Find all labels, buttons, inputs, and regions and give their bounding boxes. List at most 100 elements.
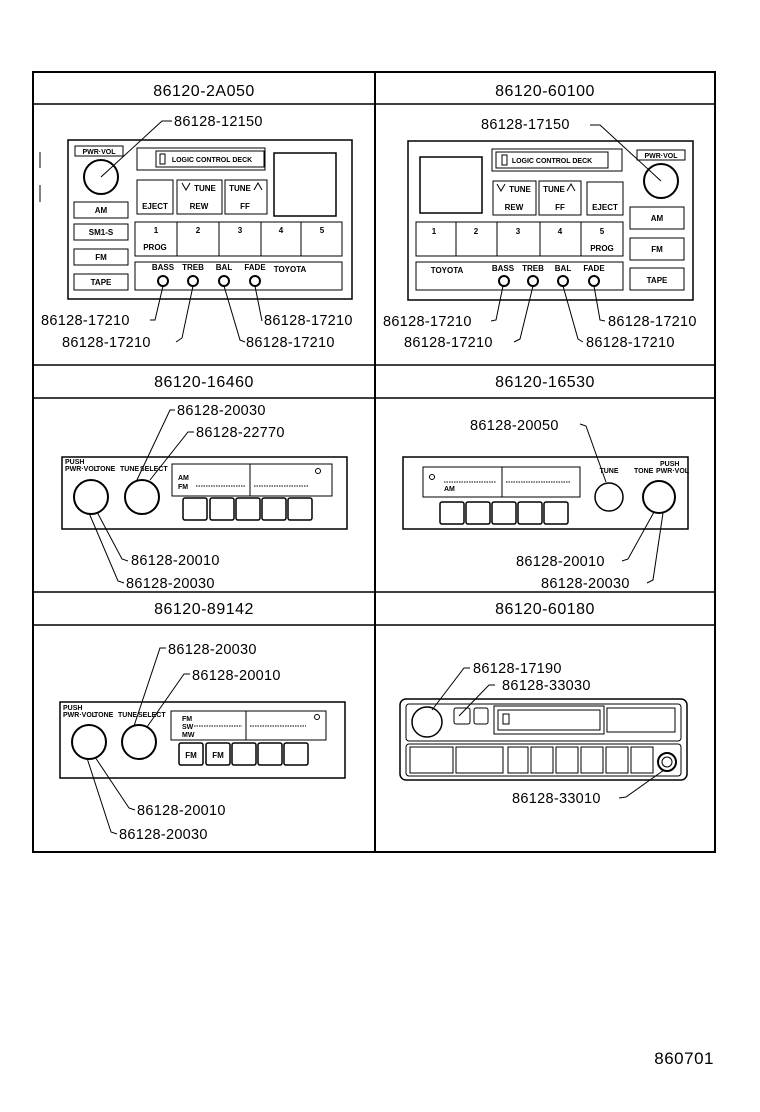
preset-2-label: 2 — [474, 227, 479, 236]
tape-button: TAPE — [91, 278, 112, 287]
callout-part-number: 86128-12150 — [174, 114, 263, 130]
tune-down-label: TUNE — [194, 184, 216, 193]
tune-label: TUNE — [599, 468, 618, 475]
fm-preset-label: FM — [185, 751, 197, 760]
radio-panel-16530: AM TUNE PUSH TONE PWR·VOL — [402, 456, 690, 530]
eject-button: EJECT — [142, 202, 168, 211]
tune-knob — [594, 482, 624, 512]
tune-knob — [124, 479, 160, 515]
leader-lines — [431, 667, 665, 799]
callout-part-number: 86128-17210 — [404, 335, 493, 351]
tone-label: TONE — [94, 712, 114, 719]
prog-label: PROG — [143, 243, 167, 252]
callout-part-number: 86128-20030 — [119, 827, 208, 843]
cell-header: 86120-89142 — [154, 601, 254, 618]
ff-label: FF — [555, 203, 565, 212]
preset-buttons — [439, 501, 569, 525]
radio-panel-2a050: PWR·VOL LOGIC CONTROL DECK AM SM1-S FM T… — [39, 139, 353, 300]
preset-dividers — [455, 222, 582, 256]
rew-label: REW — [505, 203, 524, 212]
callout-part-number: 86128-17210 — [246, 335, 335, 351]
display-window — [606, 707, 676, 733]
cell-header: 86120-60180 — [495, 601, 595, 618]
preset-4-label: 4 — [279, 226, 284, 235]
logic-control-label: LOGIC CONTROL DECK — [512, 158, 592, 165]
eject-button: EJECT — [592, 203, 618, 212]
volume-knob — [83, 159, 119, 195]
preset-4-label: 4 — [558, 227, 563, 236]
leader-lines — [88, 409, 194, 584]
fm-band-label: FM — [182, 716, 192, 723]
push-label: PUSH — [63, 705, 82, 712]
callout-part-number: 86128-20030 — [126, 576, 215, 592]
diagram-grid — [32, 71, 716, 853]
callout-part-number: 86128-33030 — [502, 678, 591, 694]
bass-knob — [157, 275, 169, 287]
bass-label: BASS — [492, 264, 515, 273]
leader-lines — [579, 423, 664, 584]
am-band-label: AM — [178, 475, 189, 482]
callout-part-number: 86128-17210 — [62, 335, 151, 351]
preset-5-label: 5 — [320, 226, 325, 235]
brand-label: TOYOTA — [274, 265, 307, 274]
preset-buttons — [178, 742, 309, 766]
fade-label: FADE — [583, 264, 605, 273]
preset-buttons — [182, 497, 313, 521]
callout-part-number: 86128-20010 — [192, 668, 281, 684]
callout-part-number: 86128-17210 — [383, 314, 472, 330]
tone-label: TONE — [634, 468, 654, 475]
bal-label: BAL — [555, 264, 572, 273]
preset-3-label: 3 — [516, 227, 521, 236]
am-button: AM — [95, 206, 108, 215]
callout-part-number: 86128-20010 — [516, 554, 605, 570]
eject-knob — [657, 752, 677, 772]
tune-label: TUNE — [118, 712, 137, 719]
callout-part-number: 86128-20010 — [137, 803, 226, 819]
display-window — [419, 156, 483, 214]
brand-label: TOYOTA — [431, 266, 464, 275]
callout-part-number: 86128-33010 — [512, 791, 601, 807]
cell-header: 86120-60100 — [495, 83, 595, 100]
callout-part-number: 86128-20010 — [131, 553, 220, 569]
display-window — [273, 152, 337, 217]
callout-part-number: 86128-17210 — [264, 313, 353, 329]
push-label: PUSH — [65, 459, 84, 466]
tune-label: TUNE — [120, 466, 139, 473]
volume-knob — [642, 480, 676, 514]
bass-knob — [498, 275, 510, 287]
radio-panel-60180 — [399, 698, 688, 781]
volume-knob — [71, 724, 107, 760]
preset-2-label: 2 — [196, 226, 201, 235]
logic-control-label: LOGIC CONTROL DECK — [172, 157, 252, 164]
leader-lines — [100, 120, 263, 343]
volume-knob — [73, 479, 109, 515]
mw-band-label: MW — [182, 732, 195, 739]
figure-number: 860701 — [654, 1049, 714, 1068]
tune-down-label: TUNE — [509, 185, 531, 194]
cell-header: 86120-2A050 — [153, 83, 255, 100]
am-button: AM — [651, 214, 664, 223]
preset-3-label: 3 — [238, 226, 243, 235]
treb-knob — [187, 275, 199, 287]
callout-part-number: 86128-20030 — [177, 403, 266, 419]
select-label: SELECT — [138, 712, 166, 719]
am-band-label: AM — [444, 486, 455, 493]
volume-knob — [411, 706, 443, 738]
seek-button: SM1-S — [89, 228, 114, 237]
cell-header: 86120-16530 — [495, 374, 595, 391]
tune-up-label: TUNE — [229, 184, 251, 193]
callout-part-number: 86128-20030 — [168, 642, 257, 658]
pwr-vol-label: PWR·VOL — [644, 153, 678, 160]
callout-part-number: 86128-20030 — [541, 576, 630, 592]
bal-label: BAL — [216, 263, 233, 272]
preset-1-label: 1 — [432, 227, 437, 236]
callout-part-number: 86128-17190 — [473, 661, 562, 677]
radio-panel-89142: PUSH PWR·VOL TONE TUNE SELECT FM SW MW F… — [59, 701, 346, 779]
callout-part-number: 86128-17210 — [586, 335, 675, 351]
leader-lines — [86, 647, 190, 835]
volume-knob — [643, 163, 679, 199]
fade-knob — [249, 275, 261, 287]
fm-button: FM — [651, 245, 663, 254]
tape-button: TAPE — [647, 276, 668, 285]
